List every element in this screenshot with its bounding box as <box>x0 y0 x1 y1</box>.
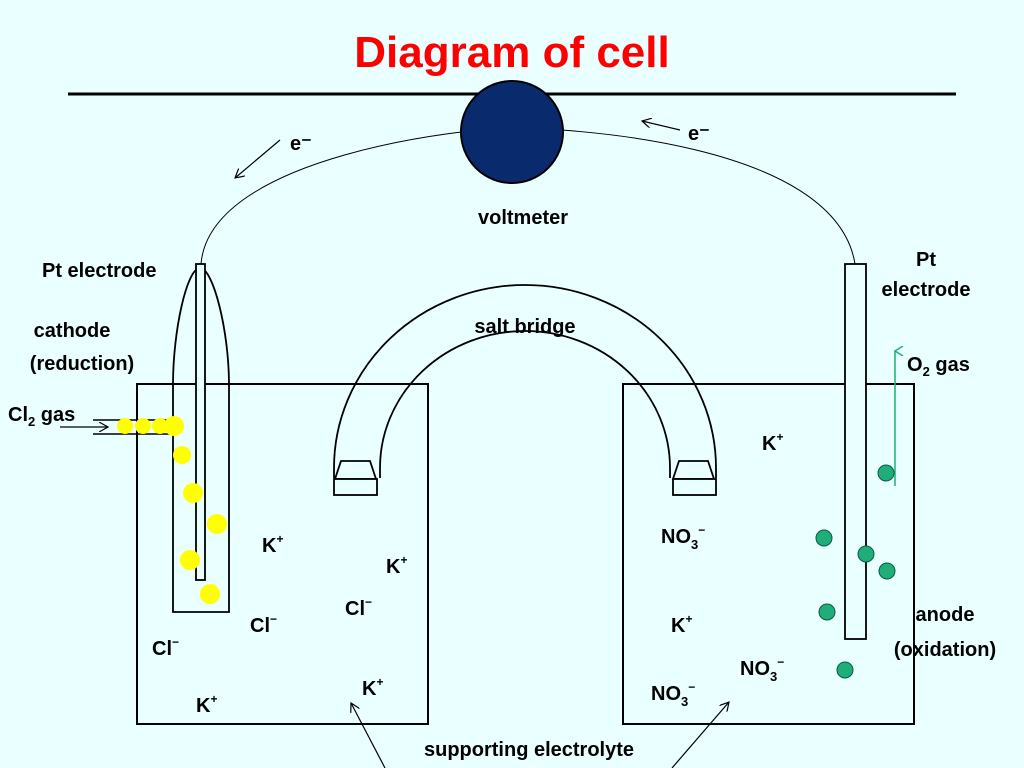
cl2-bubble <box>164 416 184 436</box>
pt-electrode-right-label-line2: electrode <box>882 279 971 301</box>
ion-label: Cl− <box>152 635 179 660</box>
reduction-label: (reduction) <box>30 353 134 375</box>
electrolyte-pointer-right <box>671 702 729 768</box>
cl2-bubbles <box>117 416 227 604</box>
anode-label: anode <box>916 604 975 626</box>
cl2-bubble <box>173 446 191 464</box>
cl2-bubble <box>207 514 227 534</box>
cl2-bubble <box>135 418 151 434</box>
salt-bridge <box>333 284 717 496</box>
beaker-right <box>622 383 915 725</box>
cl2-bubble <box>180 550 200 570</box>
ion-label: Cl− <box>345 595 372 620</box>
ion-label: K+ <box>762 430 783 455</box>
cathode-label: cathode <box>34 320 111 342</box>
ion-label: K+ <box>262 532 283 557</box>
cl2-bubble <box>183 483 203 503</box>
cl2-bubble <box>200 584 220 604</box>
o2-bubble <box>815 529 833 547</box>
slide-title: Diagram of cell <box>354 28 670 77</box>
electrolyte-pointer-left <box>351 703 386 768</box>
electron-label-left: e⁻ <box>290 133 312 155</box>
oxidation-label: (oxidation) <box>894 639 996 661</box>
ion-label: NO3− <box>740 655 784 684</box>
electron-label-right: e⁻ <box>688 123 710 145</box>
o2-bubbles <box>815 464 896 679</box>
o2-bubble <box>878 562 896 580</box>
electron-flow-arrow-right <box>642 121 681 131</box>
o2-bubble <box>857 545 875 563</box>
salt-bridge-plug-left <box>333 460 378 480</box>
beaker-left <box>136 383 429 725</box>
cl2-bubble <box>117 418 133 434</box>
ion-label: NO3− <box>651 680 695 709</box>
supporting-electrolyte-label: supporting electrolyte <box>424 739 634 761</box>
salt-bridge-label: salt bridge <box>474 316 575 338</box>
cl2-bubble <box>152 418 168 434</box>
ion-label: K+ <box>671 612 692 637</box>
o2-bubble <box>877 464 895 482</box>
cl2-gas-label: Cl2 gas <box>8 404 75 429</box>
pt-electrode-right-label-line1: Pt <box>916 249 936 271</box>
ion-label: K+ <box>362 675 383 700</box>
ion-label: K+ <box>196 692 217 717</box>
ion-label: NO3− <box>661 523 705 552</box>
o2-gas-label: O2 gas <box>907 354 970 379</box>
salt-bridge-plug-right <box>671 460 716 480</box>
o2-bubble <box>818 603 836 621</box>
pt-electrode-right <box>844 263 867 640</box>
voltmeter-label: voltmeter <box>478 207 568 229</box>
o2-bubble <box>836 661 854 679</box>
pt-electrode-left-label: Pt electrode <box>42 260 156 282</box>
pt-electrode-left <box>195 263 206 581</box>
ion-label: Cl− <box>250 612 277 637</box>
electron-flow-arrow-left <box>235 139 281 178</box>
voltmeter-icon <box>460 80 564 184</box>
ion-label: K+ <box>386 553 407 578</box>
